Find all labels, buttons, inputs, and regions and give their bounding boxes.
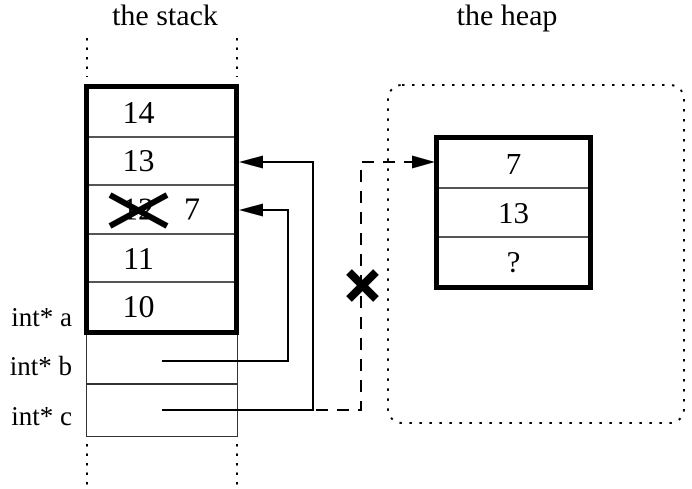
- heap-cell-value: 7: [505, 145, 522, 181]
- heap-cell: 13: [439, 187, 588, 236]
- pointer-b-arrowhead-icon: [239, 203, 263, 217]
- dangling-pointer-line: [316, 161, 412, 411]
- stack-cell: 13: [89, 135, 234, 185]
- stack-cell-new-value: 7: [184, 190, 200, 227]
- pointer-b-cell: [87, 335, 237, 385]
- stack-cell-old-value: 12: [122, 190, 154, 227]
- pointer-label-c: int* c: [11, 401, 72, 431]
- heap-title: the heap: [456, 0, 558, 32]
- heap-cell-value: 13: [498, 194, 529, 230]
- stack-title: the stack: [112, 0, 218, 32]
- heap-cell: 7: [439, 140, 588, 187]
- dangling-pointer-x-icon: [346, 269, 379, 302]
- pointer-c-cell: [87, 385, 237, 435]
- stack-box: 14 13 12 7 11 10: [84, 84, 239, 335]
- dangling-pointer-arrowhead-icon: [412, 155, 435, 169]
- pointer-label-b: int* b: [9, 351, 72, 381]
- stack-cell: 10: [89, 281, 234, 330]
- heap-box: 7 13 ?: [434, 135, 593, 290]
- pointer-variable-cells: [86, 335, 238, 437]
- stack-cell-overwritten: 12 7: [89, 184, 234, 233]
- stack-cell-value: 11: [123, 239, 154, 276]
- pointer-c-arrowhead-icon: [239, 155, 263, 169]
- stack-cell-value: 13: [122, 142, 155, 179]
- pointer-label-a: int* a: [11, 302, 72, 332]
- heap-cell-value: ?: [506, 243, 521, 279]
- heap-cell: ?: [439, 236, 588, 285]
- stack-cell-value: 14: [122, 93, 155, 130]
- stack-cell-value: 10: [122, 288, 155, 325]
- stack-cell: 11: [89, 232, 234, 282]
- stack-cell: 14: [89, 89, 234, 136]
